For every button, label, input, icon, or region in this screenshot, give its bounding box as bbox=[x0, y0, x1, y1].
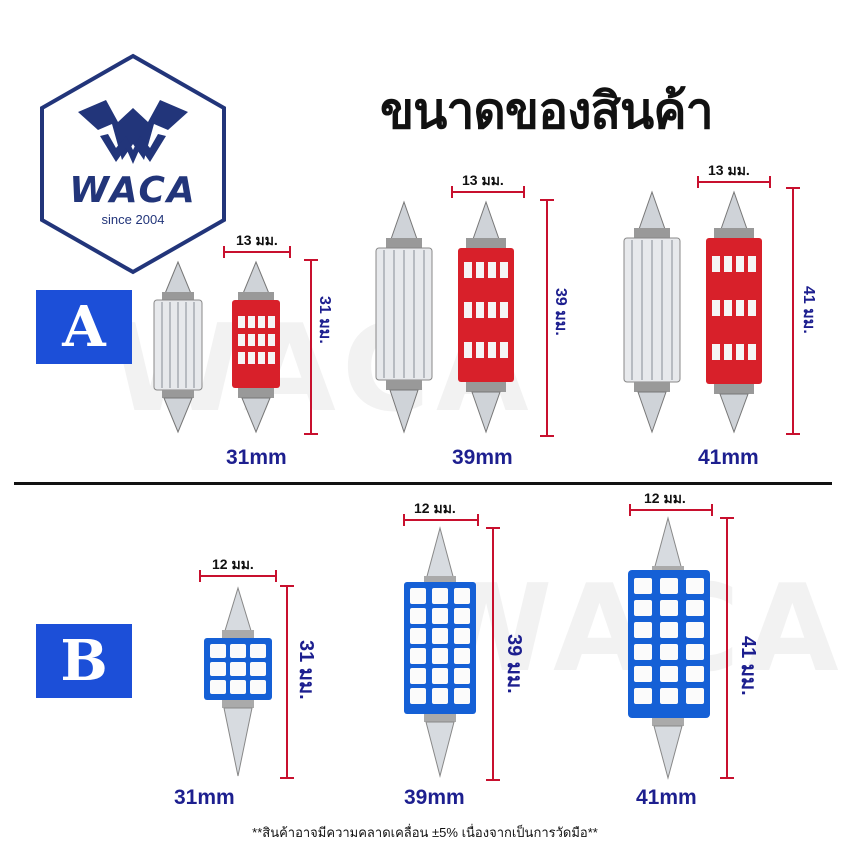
height-label: 31 มม. bbox=[316, 296, 333, 344]
width-dimension-line bbox=[223, 246, 291, 258]
festoon-bulb-led-blue bbox=[628, 516, 710, 780]
festoon-bulb-aluminum bbox=[623, 190, 681, 434]
width-label: 12 มม. bbox=[414, 500, 456, 516]
section-a-badge: A bbox=[36, 290, 132, 364]
size-label: 31mm bbox=[174, 786, 235, 809]
height-dimension-line bbox=[304, 259, 318, 435]
brand-logo: WACA since 2004 bbox=[36, 52, 230, 276]
page-title: ขนาดของสินค้า bbox=[380, 82, 714, 140]
width-label: 12 มม. bbox=[644, 490, 686, 506]
width-dimension-line bbox=[403, 514, 479, 526]
height-label: 31 มม. bbox=[295, 640, 317, 700]
height-label: 41 มม. bbox=[800, 286, 817, 334]
section-divider bbox=[14, 482, 832, 485]
height-label: 39 มม. bbox=[552, 288, 569, 336]
width-label: 13 มม. bbox=[236, 232, 278, 248]
height-dimension-line bbox=[786, 187, 800, 435]
festoon-bulb-led-red bbox=[232, 260, 280, 434]
size-label: 41mm bbox=[698, 446, 759, 469]
width-dimension-line bbox=[629, 504, 713, 516]
size-label: 39mm bbox=[404, 786, 465, 809]
width-label: 12 มม. bbox=[212, 556, 254, 572]
logo-brand-text: WACA bbox=[69, 170, 197, 211]
height-label: 41 มม. bbox=[737, 636, 759, 696]
width-dimension-line bbox=[697, 176, 771, 188]
festoon-bulb-aluminum bbox=[153, 260, 203, 434]
festoon-bulb-led-red bbox=[706, 190, 762, 434]
height-dimension-line bbox=[280, 585, 294, 779]
festoon-bulb-aluminum bbox=[375, 200, 433, 434]
disclaimer-note: **สินค้าอาจมีความคลาดเคลื่อน ±5% เนื่องจ… bbox=[252, 825, 598, 840]
width-dimension-line bbox=[199, 570, 277, 582]
width-label: 13 มม. bbox=[462, 172, 504, 188]
size-label: 39mm bbox=[452, 446, 513, 469]
size-label: 41mm bbox=[636, 786, 697, 809]
section-b-badge: B bbox=[36, 624, 132, 698]
size-label: 31mm bbox=[226, 446, 287, 469]
wolf-mark-icon bbox=[78, 100, 188, 160]
festoon-bulb-led-blue bbox=[404, 526, 476, 778]
width-label: 13 มม. bbox=[708, 162, 750, 178]
height-dimension-line bbox=[540, 199, 554, 437]
height-dimension-line bbox=[486, 527, 500, 781]
height-dimension-line bbox=[720, 517, 734, 779]
logo-tagline: since 2004 bbox=[101, 212, 165, 227]
height-label: 39 มม. bbox=[503, 634, 525, 694]
festoon-bulb-led-blue bbox=[204, 586, 272, 777]
width-dimension-line bbox=[451, 186, 525, 198]
festoon-bulb-led-red bbox=[458, 200, 514, 434]
